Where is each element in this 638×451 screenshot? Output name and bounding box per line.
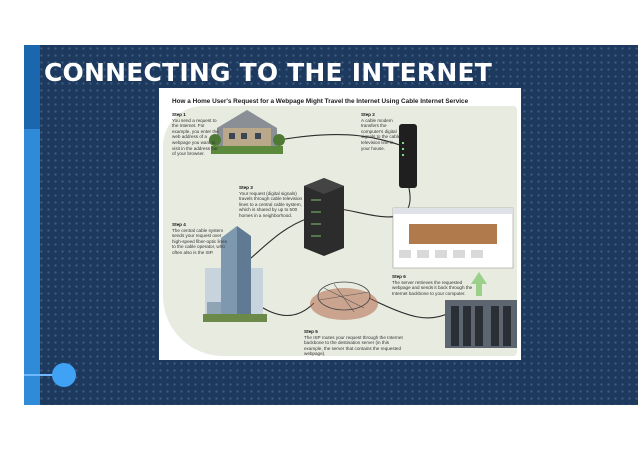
central-cable-system [304,178,344,256]
step-5-text: The ISP routes your request through the … [304,334,403,357]
internet-request-diagram: How a Home User's Request for a Webpage … [159,88,521,360]
step-3-text: Your request (digital signals) travels t… [239,190,303,218]
accent-line [24,374,64,376]
step-1-text: You send a request to the Internet. For … [172,117,219,157]
step-1-label: Step 1 [172,112,186,117]
cable-modem [399,124,417,188]
internet-backbone-globe [310,281,378,320]
webpage-screenshot [392,207,514,269]
diagram-heading: How a Home User's Request for a Webpage … [172,98,469,105]
accent-dot [52,363,76,387]
step-4: Step 4 The central cable system sends yo… [172,222,228,256]
web-server-room [445,300,517,348]
step-6-text: The server retrieves the requested webpa… [392,279,473,296]
slide-title: CONNECTING TO THE INTERNET [44,58,492,87]
step-1: Step 1 You send a request to the Interne… [172,112,220,157]
house-photo [209,110,285,154]
step-2-label: Step 2 [361,112,375,117]
step-3: Step 3 Your request (digital signals) tr… [239,185,303,219]
accent-bar [24,45,40,405]
step-6: Step 6 The server retrieves the requeste… [392,274,478,296]
step-4-text: The central cable system sends your requ… [172,227,227,255]
step-5: Step 5 The ISP routes your request throu… [304,329,404,357]
step-5-label: Step 5 [304,329,318,334]
cable-path-lines [203,110,517,348]
step-4-label: Step 4 [172,222,186,227]
step-6-label: Step 6 [392,274,406,279]
step-2: Step 2 A cable modem transfers the compu… [361,112,401,151]
step-2-text: A cable modem transfers the computer's d… [361,117,401,151]
accent-bar-top [24,45,40,129]
step-3-label: Step 3 [239,185,253,190]
office-buildings [203,226,267,322]
